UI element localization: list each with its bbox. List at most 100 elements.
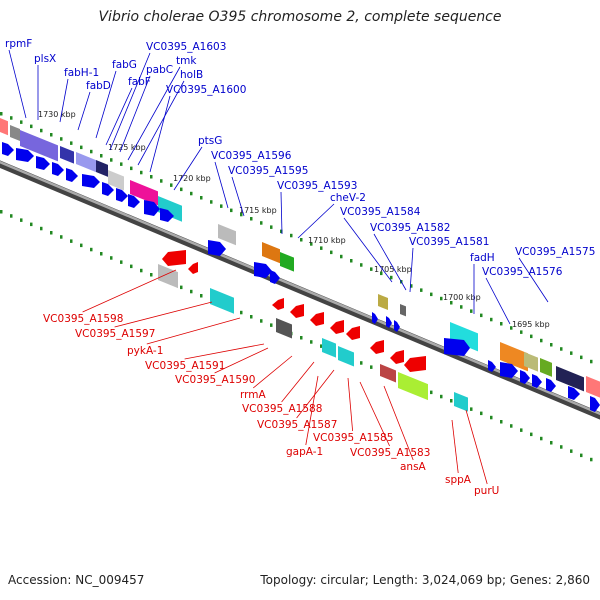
forward-gene-label: ptsG bbox=[198, 135, 222, 147]
forward-gene-label: tmk bbox=[176, 55, 197, 67]
tick-dot bbox=[530, 334, 533, 339]
forward-gene-arrow bbox=[444, 338, 470, 356]
tick-label: 1715 kbp bbox=[239, 206, 277, 215]
reverse-gene-label: VC0395_A1583 bbox=[350, 447, 430, 459]
forward-label-lines bbox=[8, 49, 549, 325]
forward-label-line bbox=[231, 176, 245, 217]
forward-gene-label: VC0395_A1581 bbox=[409, 236, 489, 248]
tick-dot bbox=[340, 254, 343, 259]
reverse-gene-label: VC0395_A1588 bbox=[242, 403, 322, 415]
tick-dot bbox=[560, 347, 563, 351]
reverse-gene-arrow bbox=[346, 326, 360, 340]
tick-dot bbox=[200, 196, 203, 200]
tick-dot bbox=[570, 449, 573, 453]
forward-gene-label: plsX bbox=[34, 53, 56, 65]
forward-gene-arrow bbox=[66, 168, 78, 182]
tick-dot bbox=[70, 239, 73, 243]
reverse-label-line bbox=[296, 369, 335, 419]
tick-dot bbox=[330, 250, 333, 255]
feature-box bbox=[130, 180, 158, 206]
tick-dot bbox=[520, 428, 523, 432]
feature-box bbox=[398, 372, 428, 401]
backbone bbox=[0, 160, 600, 420]
forward-label-line bbox=[77, 91, 91, 131]
forward-label-line bbox=[214, 161, 229, 209]
forward-gene-label: fadH bbox=[470, 252, 495, 264]
forward-label-line bbox=[297, 203, 335, 239]
reverse-gene-arrow bbox=[330, 320, 344, 334]
feature-box bbox=[454, 392, 468, 412]
forward-gene-arrow bbox=[520, 370, 530, 384]
tick-dot bbox=[70, 141, 73, 145]
tick-dot bbox=[120, 260, 123, 264]
tick-dot bbox=[150, 175, 153, 179]
tick-dot bbox=[360, 361, 363, 365]
forward-label-line bbox=[137, 80, 185, 166]
reverse-gene-arrow bbox=[272, 298, 284, 310]
forward-gene-arrow bbox=[36, 156, 50, 170]
tick-label: 1710 kbp bbox=[308, 236, 346, 245]
tick-dot bbox=[540, 436, 543, 441]
tick-dot bbox=[250, 315, 253, 319]
feature-box bbox=[280, 252, 294, 272]
forward-gene-label: rpmF bbox=[5, 38, 32, 50]
reverse-gene-arrow bbox=[404, 356, 426, 372]
reverse-gene-label: pykA-1 bbox=[127, 345, 163, 357]
tick-dot bbox=[190, 191, 193, 196]
tick-dot bbox=[150, 273, 153, 277]
tick-dot bbox=[290, 233, 293, 238]
forward-label-line bbox=[173, 146, 203, 191]
forward-gene-label: VC0395_A1575 bbox=[515, 246, 595, 258]
tick-dot bbox=[140, 170, 143, 175]
reverse-label-line bbox=[184, 343, 265, 360]
reverse-gene-arrow bbox=[162, 250, 186, 266]
reverse-gene-label: gapA-1 bbox=[286, 446, 323, 458]
reverse-gene-label: VC0395_A1585 bbox=[313, 432, 393, 444]
feature-box bbox=[276, 318, 292, 339]
tick-dot bbox=[0, 210, 3, 214]
tick-dot bbox=[370, 365, 373, 369]
reverse-gene-arrow bbox=[370, 340, 384, 354]
forward-gene-label: VC0395_A1584 bbox=[340, 206, 421, 218]
reverse-label-line bbox=[214, 347, 269, 374]
feature-box bbox=[158, 264, 178, 289]
forward-label-line bbox=[409, 247, 414, 293]
forward-gene-label: VC0395_A1600 bbox=[166, 84, 246, 96]
tick-dot bbox=[520, 330, 523, 334]
reverse-gene-label: rrmA bbox=[240, 389, 266, 401]
reverse-gene-labels: VC0395_A1598VC0395_A1597pykA-1VC0395_A15… bbox=[43, 313, 499, 497]
tick-dot bbox=[50, 231, 53, 235]
tick-dot bbox=[130, 264, 133, 269]
forward-gene-arrow bbox=[488, 360, 496, 372]
gene-arrows bbox=[2, 142, 600, 412]
tick-dot bbox=[480, 313, 483, 318]
reverse-gene-label: sppA bbox=[445, 474, 472, 486]
tick-dot bbox=[200, 294, 203, 298]
reverse-label-line bbox=[359, 381, 390, 447]
tick-dot bbox=[10, 116, 13, 120]
tick-dot bbox=[230, 208, 233, 213]
forward-gene-label: VC0395_A1576 bbox=[482, 266, 563, 278]
tick-dot bbox=[160, 179, 163, 183]
tick-dot bbox=[540, 338, 543, 343]
reverse-gene-label: ansA bbox=[400, 461, 427, 473]
feature-box bbox=[524, 352, 538, 372]
forward-label-line bbox=[109, 52, 151, 151]
tick-dot bbox=[80, 145, 83, 150]
tick-dot bbox=[460, 305, 463, 309]
tick-dot bbox=[560, 445, 563, 449]
tick-dot bbox=[270, 225, 273, 229]
reverse-label-line bbox=[82, 269, 177, 313]
tick-dot bbox=[130, 166, 133, 171]
tick-dot bbox=[440, 394, 443, 399]
feature-box bbox=[586, 376, 600, 398]
forward-label-line bbox=[485, 277, 511, 325]
tick-dot bbox=[100, 252, 103, 256]
tick-dot bbox=[80, 243, 83, 248]
feature-box bbox=[262, 242, 280, 264]
tick-dot bbox=[90, 149, 93, 154]
forward-gene-arrow bbox=[52, 162, 64, 176]
tick-dot bbox=[490, 317, 493, 322]
